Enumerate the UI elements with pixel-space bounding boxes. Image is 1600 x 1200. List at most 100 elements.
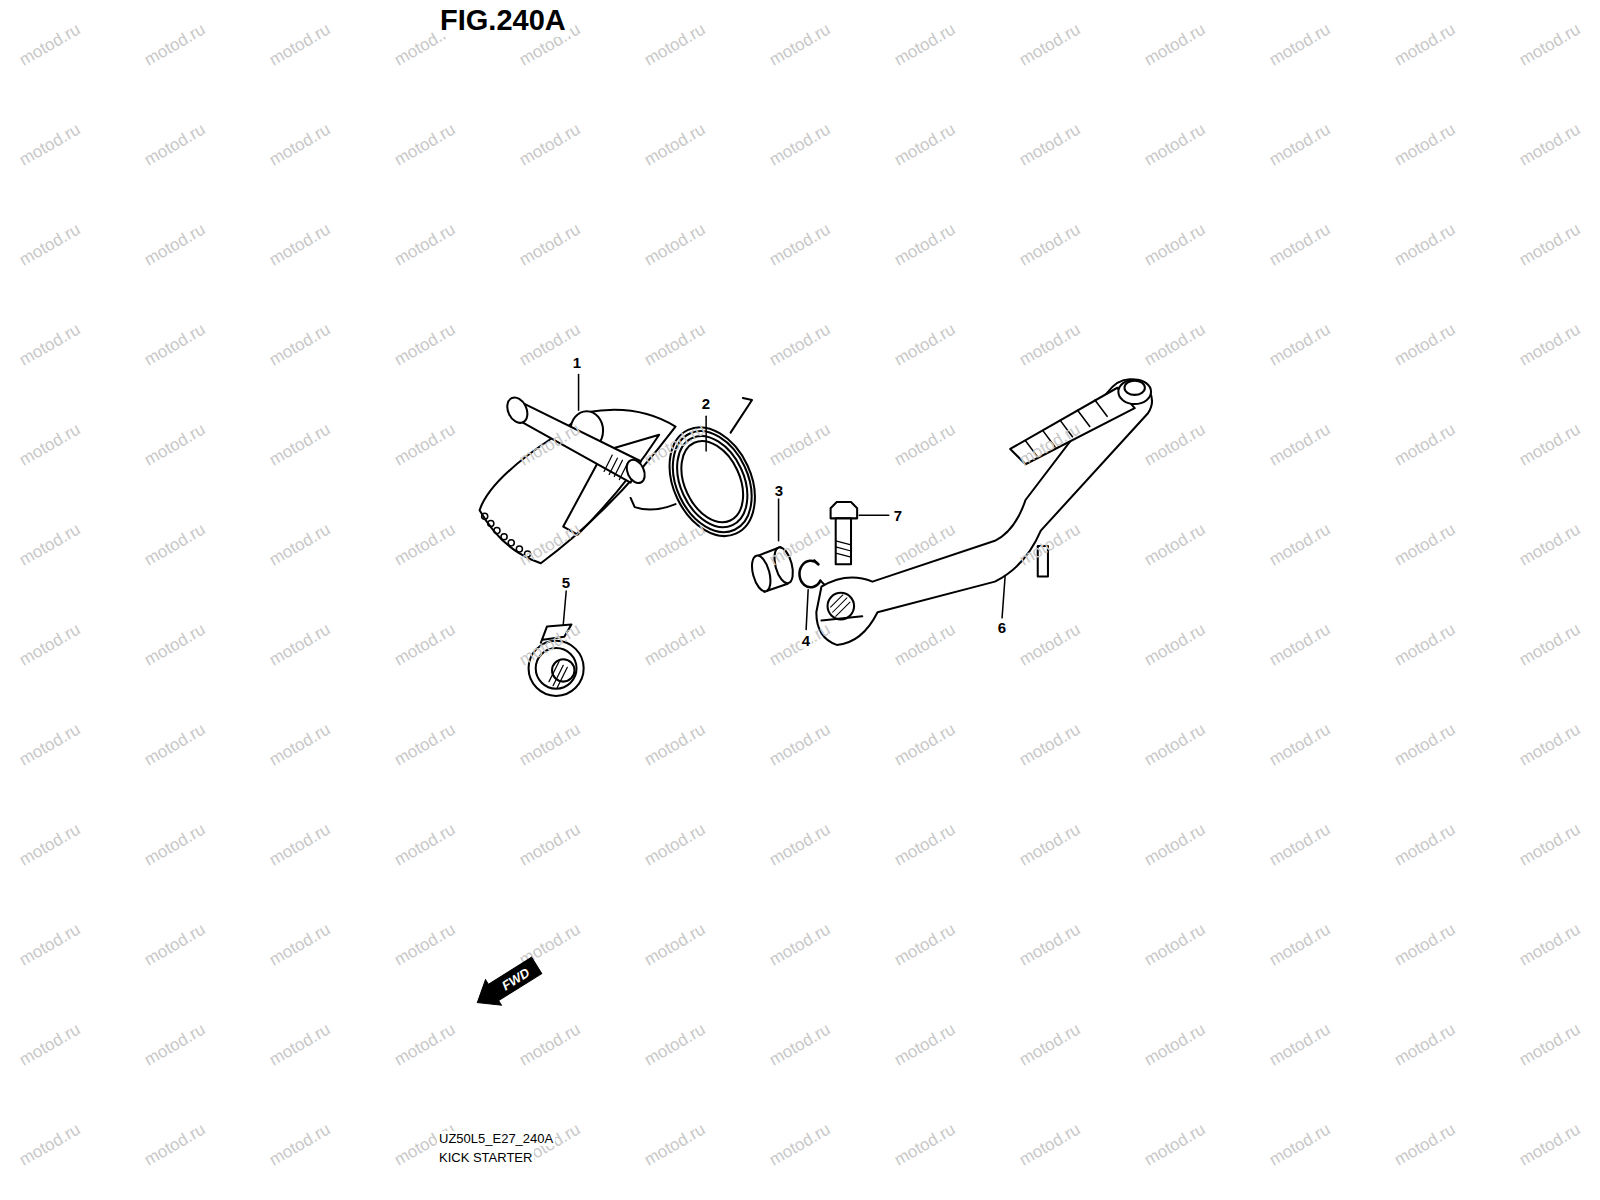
watermark: motod.ru xyxy=(766,320,834,371)
watermark: motod.ru xyxy=(1016,1020,1084,1071)
watermark: motod.ru xyxy=(16,420,84,471)
watermark: motod.ru xyxy=(641,1020,709,1071)
watermark: motod.ru xyxy=(266,120,334,171)
watermark: motod.ru xyxy=(1016,620,1084,671)
watermark: motod.ru xyxy=(141,720,209,771)
watermark: motod.ru xyxy=(516,620,584,671)
watermark: motod.ru xyxy=(266,220,334,271)
watermark: motod.ru xyxy=(1516,620,1584,671)
watermark: motod.ru xyxy=(1141,420,1209,471)
watermark: motod.ru xyxy=(1266,620,1334,671)
watermark: motod.ru xyxy=(16,920,84,971)
watermark: motod.ru xyxy=(1016,520,1084,571)
watermark: motod.ru xyxy=(766,520,834,571)
line-art xyxy=(494,528,500,534)
watermark: motod.ru xyxy=(1516,120,1584,171)
watermark: motod.ru xyxy=(1391,20,1459,71)
line-art xyxy=(488,520,494,526)
watermark: motod.ru xyxy=(141,520,209,571)
watermark: motod.ru xyxy=(766,1020,834,1071)
line-art xyxy=(501,534,507,540)
line-art xyxy=(799,561,820,588)
line-art xyxy=(557,667,567,687)
watermark: motod.ru xyxy=(141,1020,209,1071)
watermark: motod.ru xyxy=(266,420,334,471)
line-art xyxy=(578,374,580,410)
line-art xyxy=(1078,410,1090,426)
watermark: motod.ru xyxy=(516,820,584,871)
watermark: motod.ru xyxy=(391,620,459,671)
line-art xyxy=(831,502,858,518)
watermark: motod.ru xyxy=(16,20,84,71)
watermark: motod.ru xyxy=(891,920,959,971)
watermark: motod.ru xyxy=(1516,20,1584,71)
line-art xyxy=(604,455,627,479)
watermark: motod.ru xyxy=(1016,320,1084,371)
watermark: motod.ru xyxy=(891,820,959,871)
line-art xyxy=(859,515,889,517)
watermark: motod.ru xyxy=(391,420,459,471)
watermark: motod.ru xyxy=(141,120,209,171)
watermark: motod.ru xyxy=(1016,420,1084,471)
watermark: motod.ru xyxy=(766,420,834,471)
figure-code: UZ50L5_E27_240A xyxy=(437,1131,555,1146)
watermark: motod.ru xyxy=(1516,320,1584,371)
watermark: motod.ru xyxy=(891,120,959,171)
watermark: motod.ru xyxy=(516,720,584,771)
line-art xyxy=(614,460,622,476)
watermark: motod.ru xyxy=(141,1120,209,1171)
watermark: motod.ru xyxy=(266,20,334,71)
watermark: motod.ru xyxy=(1266,820,1334,871)
watermark: motod.ru xyxy=(1516,1020,1584,1071)
watermark: motod.ru xyxy=(266,520,334,571)
watermark: motod.ru xyxy=(266,1020,334,1071)
watermark: motod.ru xyxy=(641,1120,709,1171)
callout-number: 2 xyxy=(700,395,712,412)
callout-number: 1 xyxy=(571,354,583,371)
watermark: motod.ru xyxy=(1516,1120,1584,1171)
watermark: motod.ru xyxy=(1266,920,1334,971)
watermark: motod.ru xyxy=(891,620,959,671)
watermark: motod.ru xyxy=(891,1020,959,1071)
watermark: motod.ru xyxy=(16,520,84,571)
callout-number: 4 xyxy=(800,632,812,649)
watermark: motod.ru xyxy=(1141,520,1209,571)
watermark: motod.ru xyxy=(16,720,84,771)
watermark: motod.ru xyxy=(1391,320,1459,371)
line-art xyxy=(480,374,1152,695)
watermark: motod.ru xyxy=(1266,720,1334,771)
watermark: motod.ru xyxy=(141,620,209,671)
watermark: motod.ru xyxy=(1016,120,1084,171)
line-art xyxy=(1095,400,1107,416)
watermark: motod.ru xyxy=(1266,420,1334,471)
line-art xyxy=(563,590,566,625)
line-art xyxy=(503,394,531,426)
watermark: motod.ru xyxy=(1266,520,1334,571)
line-art xyxy=(828,593,855,620)
watermark: motod.ru xyxy=(141,420,209,471)
watermark: motod.ru xyxy=(266,620,334,671)
watermark: motod.ru xyxy=(766,920,834,971)
watermark: motod.ru xyxy=(516,220,584,271)
watermark: motod.ru xyxy=(516,520,584,571)
watermark: motod.ru xyxy=(141,220,209,271)
line-art xyxy=(821,616,862,620)
line-art xyxy=(816,379,1152,645)
line-art xyxy=(508,540,514,546)
watermark: motod.ru xyxy=(16,120,84,171)
watermark: motod.ru xyxy=(641,120,709,171)
watermark: motod.ru xyxy=(1016,920,1084,971)
watermark: motod.ru xyxy=(391,320,459,371)
watermark: motod.ru xyxy=(1266,20,1334,71)
watermark: motod.ru xyxy=(1391,420,1459,471)
watermark: motod.ru xyxy=(1141,220,1209,271)
watermark: motod.ru xyxy=(641,820,709,871)
watermark: motod.ru xyxy=(641,520,709,571)
callout-number: 5 xyxy=(560,574,572,591)
watermark: motod.ru xyxy=(1391,520,1459,571)
watermark: motod.ru xyxy=(1141,20,1209,71)
watermark: motod.ru xyxy=(1141,820,1209,871)
watermark: motod.ru xyxy=(266,720,334,771)
